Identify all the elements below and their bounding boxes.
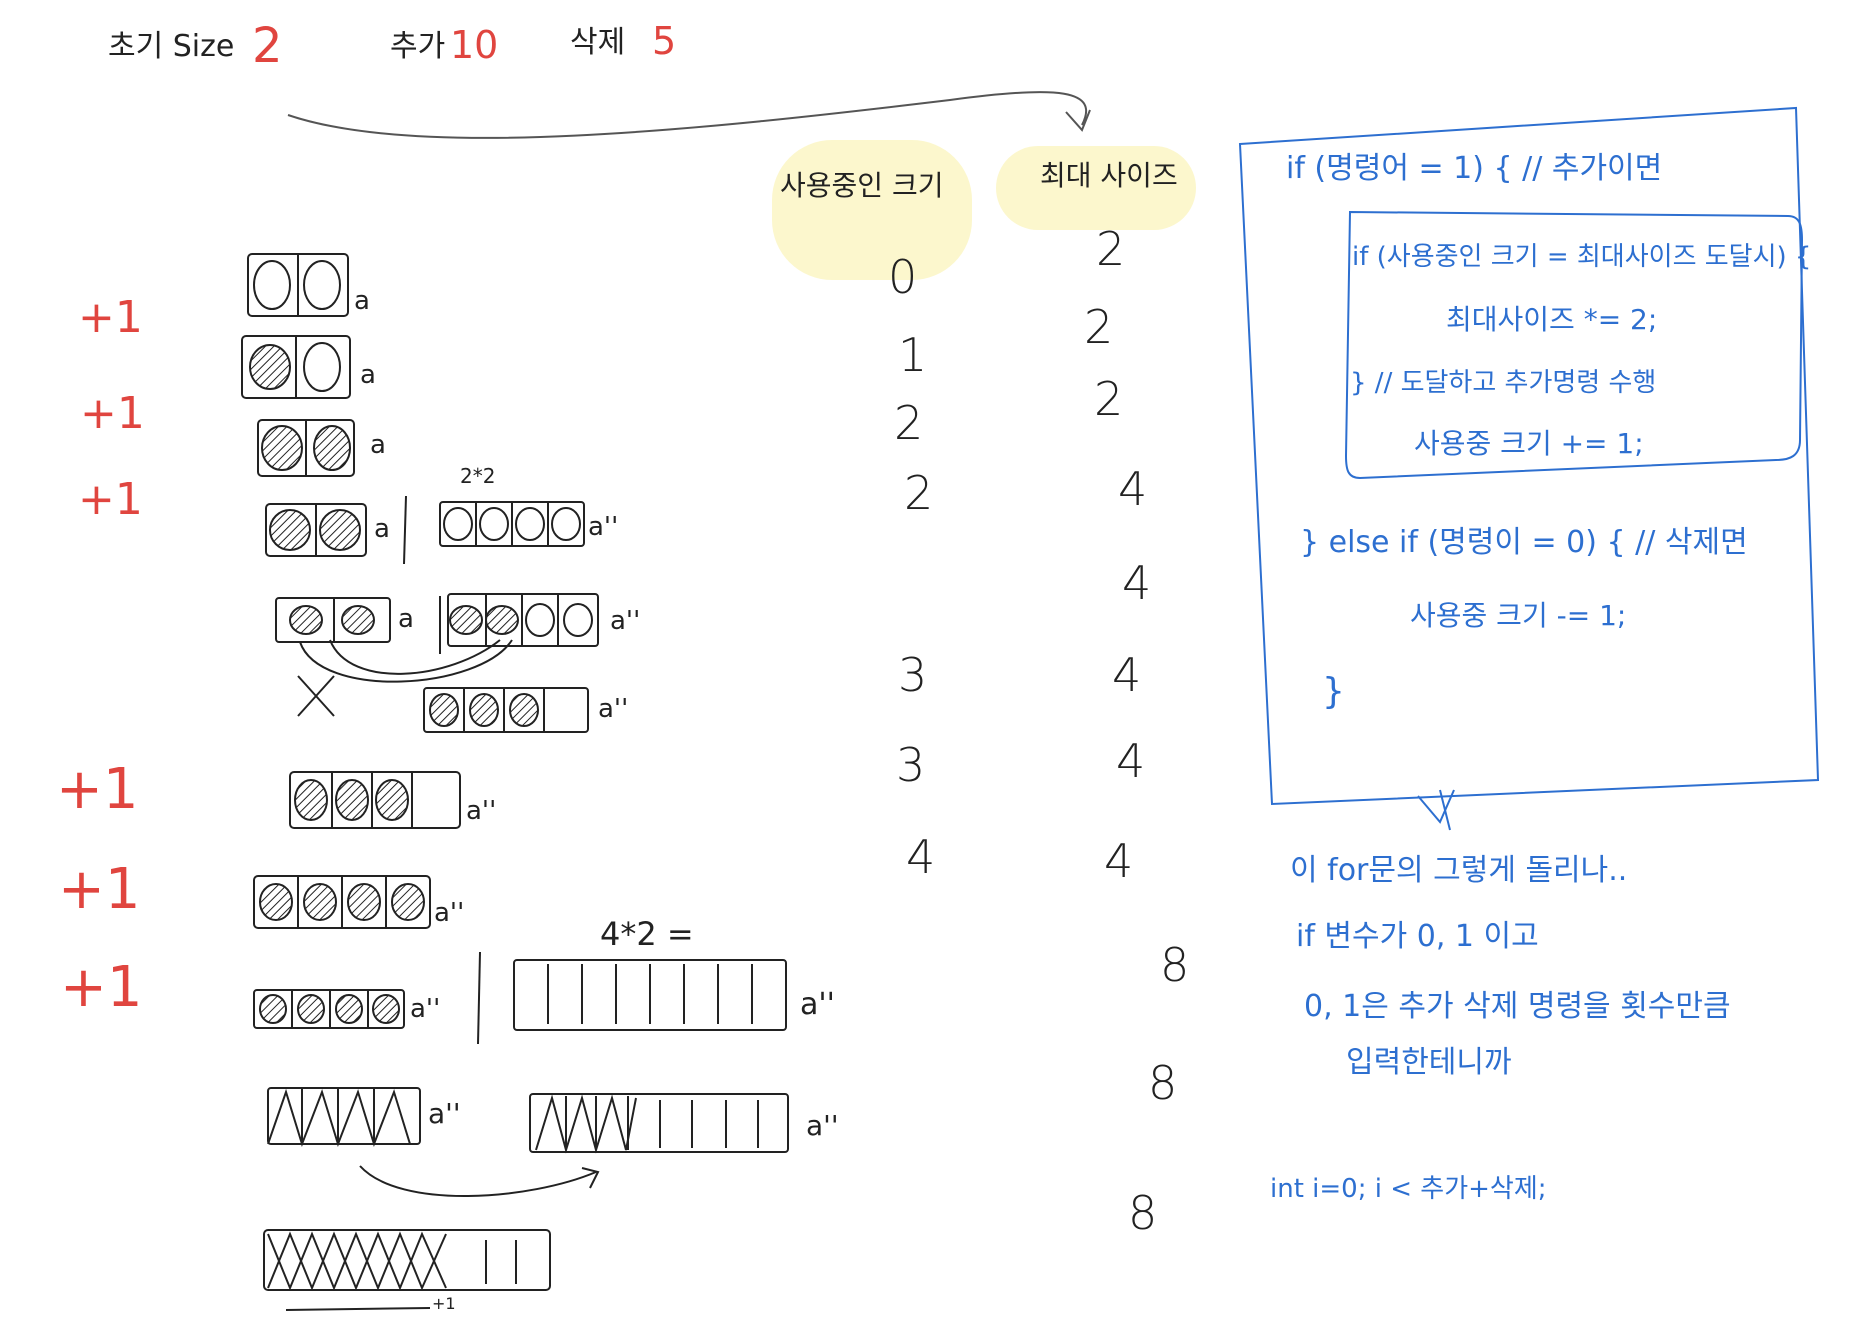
used-value: 3 (898, 648, 928, 702)
add-label: 추가 (390, 29, 446, 64)
array-label-a: a (354, 286, 370, 316)
code-line: } // 도달하고 추가명령 수행 (1350, 368, 1657, 398)
used-value: 2 (894, 396, 924, 450)
max-value: 8 (1128, 1186, 1158, 1240)
used-size-header: 사용중인 크기 (780, 169, 944, 202)
max-value: 2 (1096, 222, 1126, 276)
double-formula-large: 4*2 = (600, 915, 694, 953)
delete-label: 삭제 (570, 25, 626, 60)
used-value: 2 (904, 466, 934, 520)
code-line: 최대사이즈 *= 2; (1446, 303, 1658, 336)
array-label-a-double: a'' (428, 1097, 461, 1130)
max-value: 4 (1104, 834, 1134, 888)
init-size-label: 초기 Size (108, 29, 235, 64)
max-value: 4 (1122, 556, 1152, 610)
used-value: 4 (906, 830, 936, 884)
array-label-a: a (398, 604, 414, 634)
max-header-highlight (996, 146, 1196, 230)
delete-value: 5 (652, 19, 677, 63)
array-label-a-double: a'' (800, 987, 835, 1022)
add-value: 10 (450, 23, 499, 67)
used-value: 1 (898, 328, 928, 382)
max-value: 4 (1116, 734, 1146, 788)
array-label-a-double: a'' (806, 1109, 839, 1142)
array-label-a-double: a'' (598, 694, 629, 724)
plus-one-mark: +1 (56, 757, 139, 822)
note-line: 이 for문의 그렇게 돌리나.. (1290, 853, 1628, 888)
array-label-a-double: a'' (434, 898, 465, 928)
max-value: 2 (1094, 372, 1124, 426)
array-label-a: a (360, 360, 376, 390)
code-line: if (명령어 = 1) { // 추가이면 (1286, 151, 1663, 186)
max-value: 8 (1160, 938, 1190, 992)
code-line: } else if (명령이 = 0) { // 삭제면 (1300, 525, 1748, 560)
plus-one-mark: +1 (78, 292, 143, 343)
max-value: 8 (1148, 1056, 1178, 1110)
array-label-a-double: a'' (610, 606, 641, 636)
note-line: 0, 1은 추가 삭제 명령을 횟수만큼 (1304, 989, 1731, 1024)
code-line: if (사용중인 크기 = 최대사이즈 도달시) { (1352, 242, 1812, 272)
plus-one-mark: +1 (60, 955, 143, 1020)
code-line: } (1322, 671, 1345, 712)
array-label-a-double: a'' (588, 512, 619, 542)
used-value: 0 (888, 250, 918, 304)
note-line: 입력한테니까 (1346, 1045, 1512, 1080)
max-size-header: 최대 사이즈 (1040, 159, 1178, 192)
double-formula-small: 2*2 (460, 464, 496, 488)
array-label-a-double: a'' (466, 796, 497, 826)
used-value: 3 (896, 738, 926, 792)
plus-one-mark: +1 (80, 388, 145, 439)
note-line: int i=0; i < 추가+삭제; (1270, 1174, 1547, 1204)
plus-one-small: +1 (432, 1294, 456, 1313)
max-value: 4 (1112, 648, 1142, 702)
array-label-a-double: a'' (410, 994, 441, 1024)
plus-one-mark: +1 (58, 857, 141, 922)
max-value: 2 (1084, 300, 1114, 354)
code-line: 사용중 크기 += 1; (1414, 427, 1644, 460)
array-label-a: a (370, 430, 386, 460)
plus-one-mark: +1 (78, 474, 143, 525)
used-header-highlight (772, 140, 972, 280)
max-value: 4 (1118, 462, 1148, 516)
init-size-value: 2 (252, 18, 283, 74)
code-line: 사용중 크기 -= 1; (1410, 599, 1627, 632)
array-label-a: a (374, 514, 390, 544)
note-line: if 변수가 0, 1 이고 (1296, 919, 1539, 954)
